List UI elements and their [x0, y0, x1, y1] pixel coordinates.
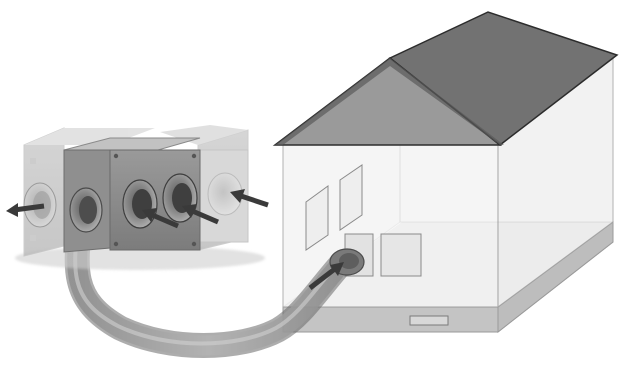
foundation-vent: [410, 316, 448, 325]
wall-panel: [381, 234, 421, 276]
port-front-1: [123, 180, 157, 228]
port-supply-duct: [70, 188, 102, 232]
ventilation-unit: [15, 125, 265, 270]
